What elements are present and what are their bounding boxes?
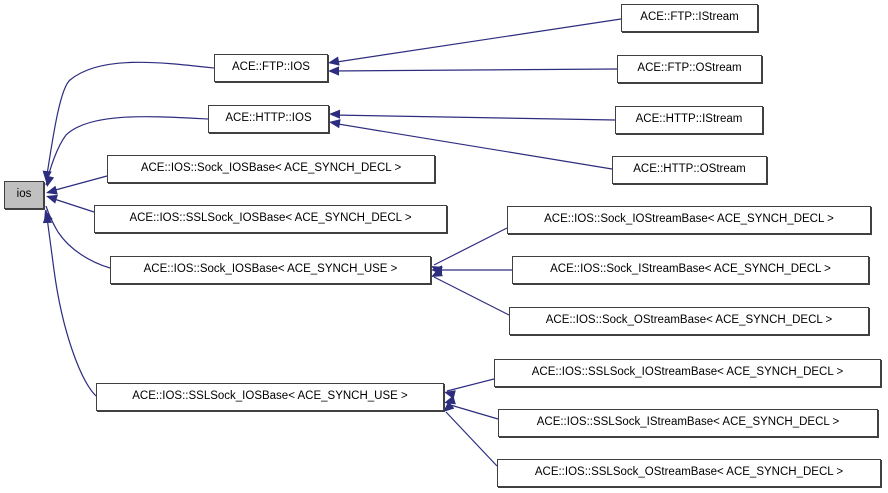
inheritance-arrowhead xyxy=(431,267,443,277)
inheritance-arrowhead xyxy=(329,119,341,129)
inheritance-edge xyxy=(47,175,108,193)
class-node-sock_iosbase_decl[interactable]: ACE::IOS::Sock_IOSBase< ACE_SYNCH_DECL > xyxy=(107,155,435,183)
class-node-ftp_ostream[interactable]: ACE::FTP::OStream xyxy=(617,55,762,83)
inheritance-edge xyxy=(446,378,495,392)
class-node-label: ios xyxy=(16,188,32,201)
class-node-sock_istreambase[interactable]: ACE::IOS::Sock_IStreamBase< ACE_SYNCH_DE… xyxy=(512,256,869,284)
class-node-label: ACE::IOS::Sock_OStreamBase< ACE_SYNCH_DE… xyxy=(545,314,833,327)
class-node-label: ACE::IOS::SSLSock_IOSBase< ACE_SYNCH_DEC… xyxy=(129,212,412,225)
inheritance-arrowhead xyxy=(328,56,340,66)
class-node-label: ACE::FTP::IStream xyxy=(640,11,739,24)
inheritance-arrowhead xyxy=(431,265,442,275)
inheritance-arrowhead xyxy=(444,390,456,400)
inheritance-arrowhead xyxy=(45,175,55,187)
class-node-http_ostream[interactable]: ACE::HTTP::OStream xyxy=(612,156,767,184)
class-node-label: ACE::IOS::Sock_IOStreamBase< ACE_SYNCH_D… xyxy=(544,213,834,226)
inheritance-edge xyxy=(45,209,97,397)
class-node-sslsock_ostreambase[interactable]: ACE::IOS::SSLSock_OStreamBase< ACE_SYNCH… xyxy=(497,459,881,487)
class-node-sslsock_iosbase_decl[interactable]: ACE::IOS::SSLSock_IOSBase< ACE_SYNCH_DEC… xyxy=(94,205,447,233)
class-node-sock_iosbase_use[interactable]: ACE::IOS::Sock_IOSBase< ACE_SYNCH_USE > xyxy=(110,256,431,284)
inheritance-edge xyxy=(433,227,508,266)
inheritance-arrowhead xyxy=(328,66,339,76)
class-node-sslsock_iosbase_use[interactable]: ACE::IOS::SSLSock_IOSBase< ACE_SYNCH_USE… xyxy=(96,383,444,411)
class-node-label: ACE::HTTP::IStream xyxy=(635,113,743,126)
class-node-label: ACE::FTP::OStream xyxy=(637,62,742,75)
class-node-sslsock_iostreambase[interactable]: ACE::IOS::SSLSock_IOStreamBase< ACE_SYNC… xyxy=(494,359,881,387)
inheritance-edge xyxy=(329,18,622,64)
class-node-http_istream[interactable]: ACE::HTTP::IStream xyxy=(615,106,763,134)
class-node-label: ACE::IOS::Sock_IOSBase< ACE_SYNCH_USE > xyxy=(143,263,398,276)
class-node-label: ACE::IOS::Sock_IStreamBase< ACE_SYNCH_DE… xyxy=(550,263,831,276)
class-node-label: ACE::IOS::SSLSock_IOSBase< ACE_SYNCH_USE… xyxy=(132,390,408,403)
inheritance-arrowhead xyxy=(329,109,341,119)
inheritance-edge xyxy=(47,196,95,213)
inheritance-arrowhead xyxy=(431,266,443,276)
class-node-label: ACE::HTTP::IOS xyxy=(225,112,312,125)
inheritance-edge xyxy=(446,403,499,420)
class-node-ftp_ios[interactable]: ACE::FTP::IOS xyxy=(214,54,328,82)
class-node-label: ACE::IOS::Sock_IOSBase< ACE_SYNCH_DECL > xyxy=(140,162,402,175)
class-node-http_ios[interactable]: ACE::HTTP::IOS xyxy=(208,105,329,133)
class-node-label: ACE::HTTP::OStream xyxy=(633,163,746,176)
class-node-sslsock_istreambase[interactable]: ACE::IOS::SSLSock_IStreamBase< ACE_SYNCH… xyxy=(498,409,878,437)
inheritance-edge xyxy=(330,68,618,72)
inheritance-edge xyxy=(331,114,616,121)
class-node-label: ACE::IOS::SSLSock_OStreamBase< ACE_SYNCH… xyxy=(534,466,844,479)
class-node-label: ACE::FTP::IOS xyxy=(232,61,310,74)
inheritance-arrowhead xyxy=(46,185,58,195)
inheritance-arrowhead xyxy=(44,210,53,222)
class-node-sock_iostreambase[interactable]: ACE::IOS::Sock_IOStreamBase< ACE_SYNCH_D… xyxy=(507,206,871,234)
class-node-ftp_istream[interactable]: ACE::FTP::IStream xyxy=(621,4,758,32)
inheritance-arrowhead xyxy=(444,395,456,405)
class-node-label: ACE::IOS::SSLSock_IOStreamBase< ACE_SYNC… xyxy=(531,366,844,379)
inheritance-arrowhead xyxy=(46,194,58,204)
inheritance-edge xyxy=(445,411,498,467)
class-node-ios[interactable]: ios xyxy=(4,181,44,209)
inheritance-edge xyxy=(433,276,510,316)
inheritance-arrowhead xyxy=(42,212,52,224)
class-node-sock_ostreambase[interactable]: ACE::IOS::Sock_OStreamBase< ACE_SYNCH_DE… xyxy=(509,307,869,335)
class-node-label: ACE::IOS::SSLSock_IStreamBase< ACE_SYNCH… xyxy=(536,416,840,429)
